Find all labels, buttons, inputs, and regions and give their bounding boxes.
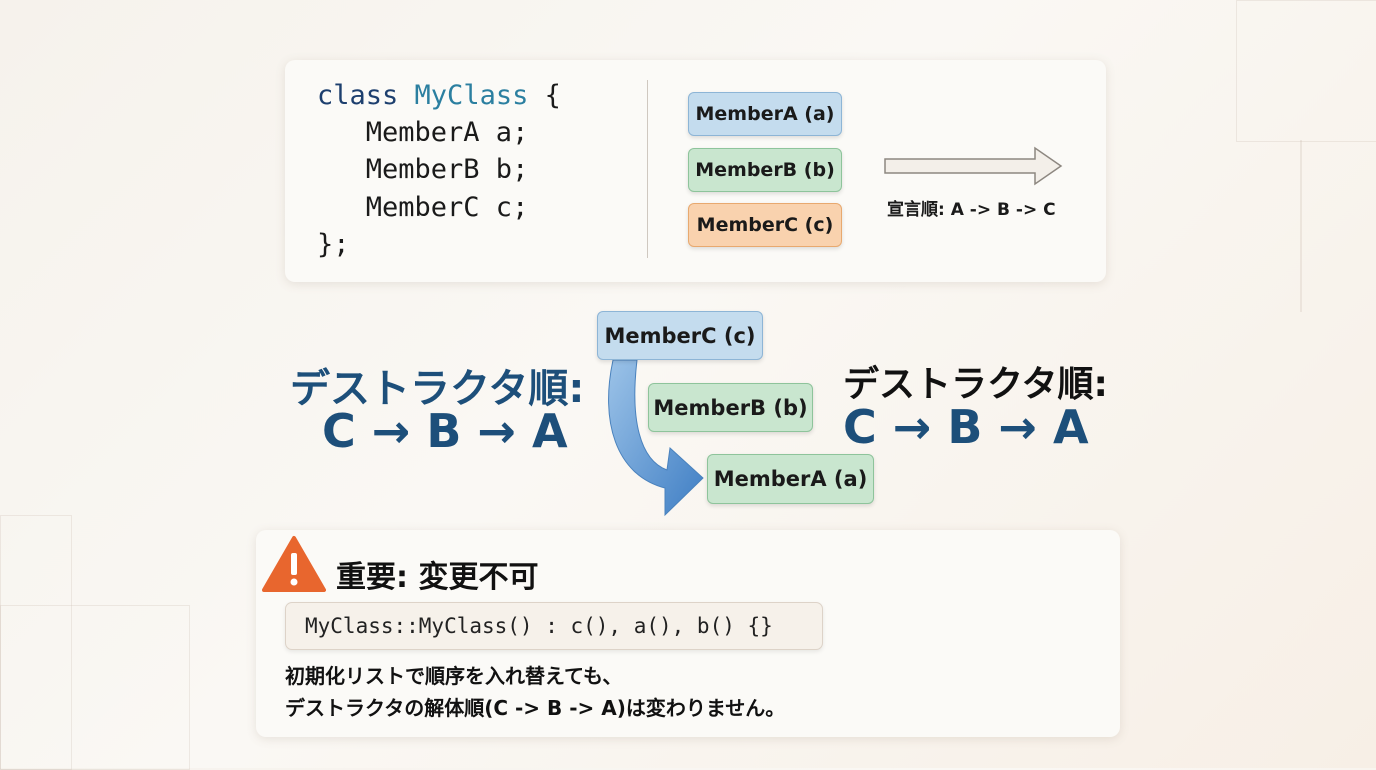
code-line-class: class MyClass { xyxy=(317,80,561,111)
member-c-box: MemberC (c) xyxy=(688,203,842,247)
code-line: MemberB b; xyxy=(317,154,529,185)
decoration xyxy=(0,605,190,770)
code-line: MemberC c; xyxy=(317,192,529,223)
right-destructor-title: デストラクタ順: xyxy=(843,364,1108,405)
destroy-member-c-box: MemberC (c) xyxy=(597,311,763,360)
warning-text-line-2: デストラクタの解体順(C -> B -> A)は変わりません。 xyxy=(285,696,786,720)
warning-card: 重要: 変更不可 MyClass::MyClass() : c(), a(), … xyxy=(256,530,1120,737)
initializer-list-code: MyClass::MyClass() : c(), a(), b() {} xyxy=(285,602,823,650)
code-line: MemberA a; xyxy=(317,117,529,148)
destroy-member-a-box: MemberA (a) xyxy=(707,454,874,504)
class-declaration-card: class MyClass { MemberA a; MemberB b; Me… xyxy=(285,60,1106,282)
right-destructor-order: C → B → A xyxy=(843,400,1089,454)
divider xyxy=(647,80,648,258)
code-class-name: MyClass xyxy=(414,80,529,111)
code-brace: { xyxy=(528,80,561,111)
member-a-box: MemberA (a) xyxy=(688,92,842,136)
decoration xyxy=(1236,0,1376,142)
right-arrow-icon xyxy=(884,146,1063,186)
warning-text-line-1: 初期化リストで順序を入れ替えても、 xyxy=(285,664,623,688)
warning-icon xyxy=(262,536,326,592)
member-b-box: MemberB (b) xyxy=(688,148,842,192)
left-destructor-title: デストラクタ順: xyxy=(290,366,585,412)
curved-down-arrow-icon xyxy=(608,359,704,517)
left-destructor-order: C → B → A xyxy=(322,404,568,458)
code-line: }; xyxy=(317,229,350,260)
destroy-member-b-box: MemberB (b) xyxy=(648,383,813,432)
code-keyword: class xyxy=(317,80,399,111)
declaration-order-label: 宣言順: A -> B -> C xyxy=(887,200,1056,220)
warning-title: 重要: 変更不可 xyxy=(336,560,539,595)
decoration xyxy=(1300,140,1302,312)
